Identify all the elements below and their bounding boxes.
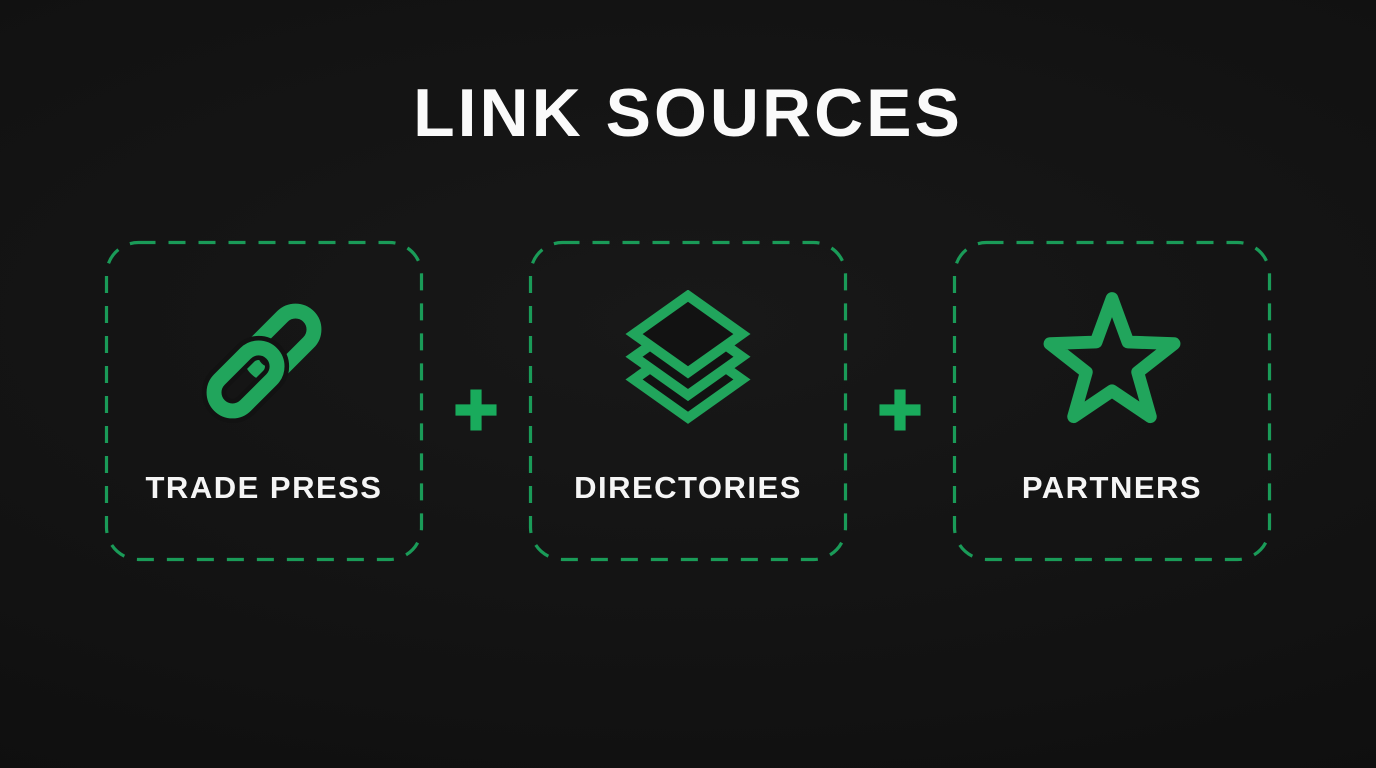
card-label: PARTNERS	[1021, 470, 1203, 505]
dashed-border	[952, 240, 1272, 562]
card-label: DIRECTORIES	[574, 470, 802, 505]
card-trade-press: TRADE PRESS	[104, 240, 424, 562]
card-partners: PARTNERS	[952, 240, 1272, 562]
star-icon	[1041, 290, 1183, 432]
plus-icon	[848, 240, 952, 562]
card-label: TRADE PRESS	[145, 470, 383, 505]
dashed-border	[528, 240, 848, 562]
card-directories: DIRECTORIES	[528, 240, 848, 562]
plus-icon	[424, 240, 528, 562]
layers-icon	[617, 290, 759, 432]
dashed-border	[104, 240, 424, 562]
page-title: LINK SOURCES	[413, 75, 963, 151]
cards-row: TRADE PRESS DIRECT	[0, 240, 1376, 562]
chain-link-icon	[193, 290, 335, 432]
